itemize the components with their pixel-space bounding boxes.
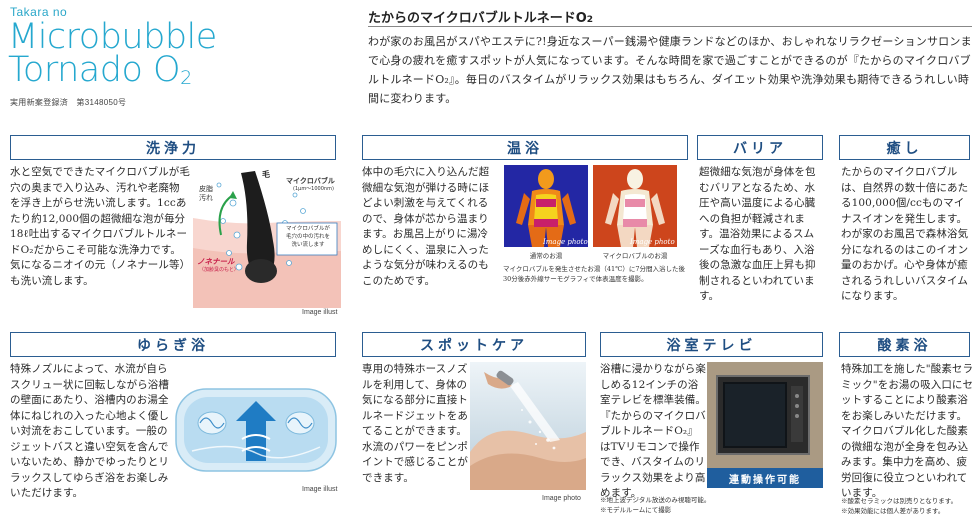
thermograph-microbubble-image	[593, 165, 677, 247]
section-body-bathroom-tv: 浴槽に浸かりながら楽しめる12インチの浴室テレビを標準装備。『たからのマイクロバ…	[600, 363, 706, 499]
skin-dirt-label: 皮脂 汚れ	[199, 185, 213, 202]
linked-operation-badge: 連動操作可能	[707, 468, 823, 488]
cleaning-image-caption: Image illust	[302, 309, 338, 316]
pore-callout: マイクロバブルが 毛穴の中の汚れを 洗い流します	[285, 226, 330, 248]
intro-heading: たからのマイクロバブルトルネードO2	[368, 11, 594, 26]
pore-diagram	[193, 163, 341, 308]
section-title-oxygen-bath: 酸素浴	[839, 332, 970, 357]
nonenal-sub-label: （加齢臭のもと）	[199, 267, 239, 273]
oxygen-note-ceramic: ※酸素セラミックは別売りとなります。	[841, 497, 958, 505]
microbubble-label: マイクロバブル	[286, 177, 335, 185]
thermo-normal-mark: Image photo	[543, 238, 588, 246]
warm-bath-note: マイクロバブルを発生させたお湯（41℃）に7分間入浴した後30分後赤外線サーモグ…	[503, 265, 686, 283]
microbubble-size-label: (1μm～1000nm)	[293, 186, 334, 192]
section-body-healing: たからのマイクロバブルは、自然界の数十倍にあたる100,000個/ccものマイナ…	[841, 166, 969, 302]
section-title-bathroom-tv: 浴室テレビ	[600, 332, 823, 357]
patent-number: 実用新案登録済 第3148050号	[10, 98, 127, 107]
tv-note-broadcast: ※地上波デジタル放送のみ視聴可能。	[600, 496, 711, 504]
spot-care-image-caption: Image photo	[542, 495, 581, 502]
swaying-bath-illustration	[175, 388, 337, 472]
nonenal-label: ノネナール	[197, 257, 235, 266]
section-body-warm-bath: 体中の毛穴に入り込んだ超微細な気泡が弾ける時にほどよい刺激を与えてくれるので、身…	[362, 166, 490, 287]
oxygen-note-effect: ※効果効能には個人差があります。	[841, 507, 945, 515]
section-body-oxygen-bath: 特殊加工を施した"酸素セラミック"をお湯の吸入口にセットすることにより酸素浴をお…	[841, 363, 974, 499]
brand-prefix: Takara no	[10, 5, 68, 19]
section-body-barrier: 超微細な気泡が身体を包むバリアとなるため、水圧や高い温度による心臓への負担が軽減…	[699, 166, 816, 302]
brand-title: Microbubble Tornado O2	[8, 17, 217, 92]
tv-note-modelroom: ※モデルルームにて撮影	[600, 506, 672, 514]
section-body-swaying-bath: 特殊ノズルによって、水流が自らスクリュー状に回転しながら浴槽の壁面にあたり、浴槽…	[10, 363, 169, 499]
thermo-normal-label: 通常のお湯	[529, 252, 563, 260]
section-title-swaying-bath: ゆらぎ浴	[10, 332, 336, 357]
brand-title-line1: Microbubble	[8, 17, 217, 57]
swaying-image-caption: Image illust	[302, 486, 338, 493]
section-title-spot-care: スポットケア	[362, 332, 586, 357]
intro-divider	[368, 26, 972, 27]
bathroom-tv-photo	[707, 362, 823, 488]
thermo-microbubble-label: マイクロバブルのお湯	[602, 252, 668, 260]
spot-care-photo	[470, 362, 586, 490]
thermo-microbubble-mark: Image photo	[630, 238, 675, 246]
section-title-warm-bath: 温浴	[362, 135, 688, 160]
section-body-spot-care: 専用の特殊ホースノズルを利用して、身体の気になる部分に直接トルネードジェットをあ…	[362, 363, 468, 484]
brand-title-line2: Tornado O2	[8, 50, 192, 90]
section-title-healing: 癒し	[839, 135, 970, 160]
intro-body: わが家のお風呂がスパやエステに?!身近なスーパー銭湯や健康ランドなどのほか、おし…	[368, 35, 972, 105]
section-title-cleaning: 洗浄力	[10, 135, 336, 160]
hair-label: 毛	[262, 170, 270, 179]
section-title-barrier: バリア	[697, 135, 823, 160]
thermograph-normal-image	[504, 165, 588, 247]
section-body-cleaning: 水と空気でできたマイクロバブルが毛穴の奥まで入り込み、汚れや老廃物を浮き上がらせ…	[10, 166, 190, 287]
